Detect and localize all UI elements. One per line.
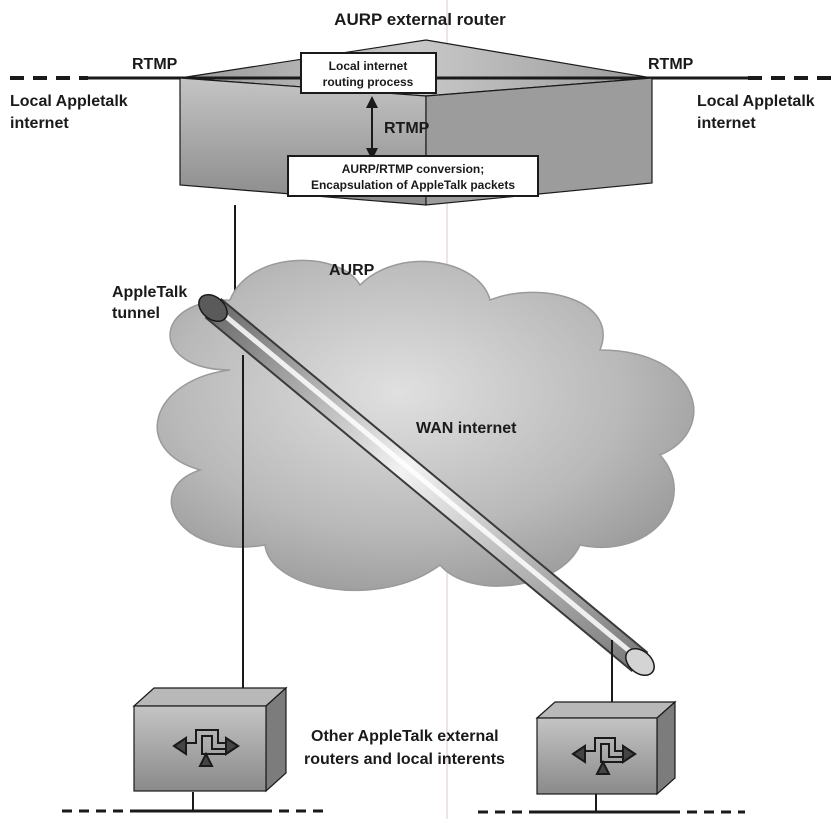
rtmp-right-label: RTMP — [648, 56, 694, 73]
other-routers-line2: routers and local interents — [304, 751, 505, 768]
tunnel-label-line2: tunnel — [112, 305, 160, 322]
conversion-box-line1: AURP/RTMP conversion; — [342, 162, 484, 176]
double-arrow-icon — [571, 737, 637, 775]
rtmp-internal-label: RTMP — [384, 120, 430, 137]
wan-label: WAN internet — [416, 420, 517, 437]
routing-process-box — [300, 52, 437, 94]
rtmp-left-label: RTMP — [132, 56, 178, 73]
conversion-box — [287, 155, 539, 197]
double-arrow-icon — [172, 729, 240, 767]
local-right-line1: Local Appletalk — [697, 93, 815, 110]
process-box-line1: Local internet — [329, 59, 408, 73]
aurp-label: AURP — [329, 262, 375, 279]
process-box-line2: routing process — [323, 75, 414, 89]
other-routers-line1: Other AppleTalk external — [311, 728, 499, 745]
appletalk-tunnel — [198, 293, 655, 677]
tunnel-label-line1: AppleTalk — [112, 284, 187, 301]
local-left-line1: Local Appletalk — [10, 93, 128, 110]
local-left-line2: internet — [10, 115, 69, 132]
router-title: AURP external router — [334, 10, 506, 29]
conversion-box-line2: Encapsulation of AppleTalk packets — [311, 178, 515, 192]
local-right-line2: internet — [697, 115, 756, 132]
rtmp-double-arrow — [366, 96, 378, 160]
wan-cloud — [156, 259, 695, 592]
router-icon — [535, 700, 677, 796]
router-icon — [132, 686, 288, 793]
